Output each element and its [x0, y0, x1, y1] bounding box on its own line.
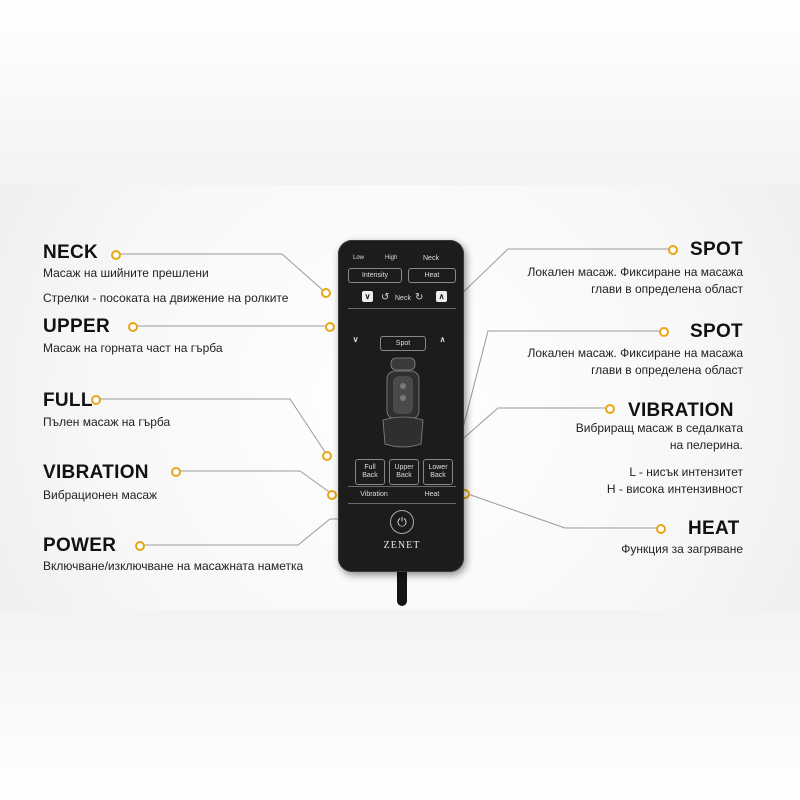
background-bottom-band: [0, 610, 800, 800]
remote-cable: [397, 568, 407, 606]
spot1-desc: Локален масаж. Фиксиране на масажа глави…: [528, 264, 744, 298]
power-title: POWER: [43, 535, 117, 556]
spot1-desc-line1: Локален масаж. Фиксиране на масажа: [527, 265, 744, 279]
heat-bottom-button[interactable]: Heat: [424, 491, 440, 498]
vibration-right-desc-line1: Вибриращ масаж в седалката: [575, 421, 743, 435]
full-target-marker: [322, 451, 332, 461]
upper-target-marker: [325, 322, 335, 332]
neck-up-arrow-icon[interactable]: ∧: [436, 291, 447, 302]
neck-target-marker: [321, 288, 331, 298]
vibration-left-title: VIBRATION: [43, 462, 149, 483]
upper-marker: [128, 322, 138, 332]
neck-desc: Масаж на шийните прешлени: [43, 266, 209, 280]
spot2-desc-line1: Локален масаж. Фиксиране на масажа: [527, 346, 744, 360]
vibration-right-desc-line2: на пелерина.: [669, 438, 743, 452]
vibration-right-desc-line3: L - нисък интензитет: [629, 465, 743, 479]
background-top-band: [0, 0, 800, 185]
massage-seat-illustration: [382, 357, 424, 448]
upper-desc: Масаж на горната част на гърба: [43, 341, 223, 355]
upper-back-label-2: Back: [396, 472, 412, 479]
remote-high-label: High: [385, 255, 398, 261]
vibration-left-desc: Вибрационен масаж: [43, 488, 158, 502]
upper-title: UPPER: [43, 316, 110, 337]
power-desc: Включване/изключване на масажната наметк…: [43, 559, 304, 573]
upper-back-label-1: Upper: [394, 464, 414, 471]
heat-top-button[interactable]: Heat: [408, 268, 456, 283]
full-back-label-2: Back: [362, 472, 378, 479]
power-button[interactable]: ⏻: [390, 510, 414, 534]
spot1-desc-line2: глави в определена област: [591, 282, 743, 296]
spot1-marker: [668, 245, 678, 255]
full-back-label-1: Full: [364, 464, 376, 471]
neck-marker: [111, 250, 121, 260]
vibration-right-marker: [605, 404, 615, 414]
heat-marker: [656, 524, 666, 534]
remote-divider-3: [348, 503, 456, 504]
neck-rotate-right-icon[interactable]: ↺: [415, 292, 424, 303]
lower-back-label-1: Lower: [428, 464, 448, 471]
full-line: [97, 398, 328, 456]
vibration-right-desc: Вибриращ масаж в седалката на пелерина. …: [576, 420, 743, 498]
neck-arrows-desc: Стрелки - посоката на движение на ролкит…: [43, 291, 289, 305]
spot2-desc-line2: глави в определена област: [591, 363, 743, 377]
full-marker: [91, 395, 101, 405]
lower-back-label-2: Back: [430, 472, 446, 479]
spot-button[interactable]: Spot: [380, 336, 426, 351]
heat-title: HEAT: [688, 518, 740, 539]
vibration-right-title: VIBRATION: [628, 400, 734, 421]
vibration-button[interactable]: Vibration: [360, 491, 388, 498]
spot2-line: [455, 330, 664, 456]
spot2-marker: [659, 327, 669, 337]
spot1-title: SPOT: [690, 239, 743, 260]
vibration-left-line: [177, 470, 333, 495]
vibration-right-desc-line4: H - висока интензивност: [606, 482, 743, 496]
upper-back-button[interactable]: Upper Back: [389, 459, 419, 485]
remote-low-label: Low: [353, 255, 365, 261]
intensity-button[interactable]: Intensity: [348, 268, 402, 283]
spot-down-arrow-icon[interactable]: ∨: [350, 334, 361, 345]
spot-up-arrow-icon[interactable]: ∧: [437, 334, 448, 345]
neck-rotate-left-icon[interactable]: ↺: [381, 292, 390, 303]
power-icon: ⏻: [397, 514, 407, 529]
lower-back-button[interactable]: Lower Back: [423, 459, 453, 485]
neck-title: NECK: [43, 242, 99, 263]
full-back-button[interactable]: Full Back: [355, 459, 385, 485]
neck-row-label: Neck: [395, 295, 411, 302]
remote-divider: [348, 308, 456, 309]
remote-neck-top-label: Neck: [423, 255, 439, 262]
vibration-left-target-marker: [327, 490, 337, 500]
full-title: FULL: [43, 390, 93, 411]
spot2-title: SPOT: [690, 321, 743, 342]
heat-line: [464, 492, 661, 529]
vibration-left-marker: [171, 467, 181, 477]
neck-down-arrow-icon[interactable]: ∨: [362, 291, 373, 302]
power-marker: [135, 541, 145, 551]
spot2-desc: Локален масаж. Фиксиране на масажа глави…: [528, 345, 744, 379]
brand-logo: ZENET: [383, 540, 421, 551]
full-desc: Пълен масаж на гърба: [43, 415, 171, 429]
heat-desc: Функция за загряване: [621, 542, 743, 556]
neck-line: [117, 253, 327, 294]
remote-divider-2: [348, 486, 456, 487]
